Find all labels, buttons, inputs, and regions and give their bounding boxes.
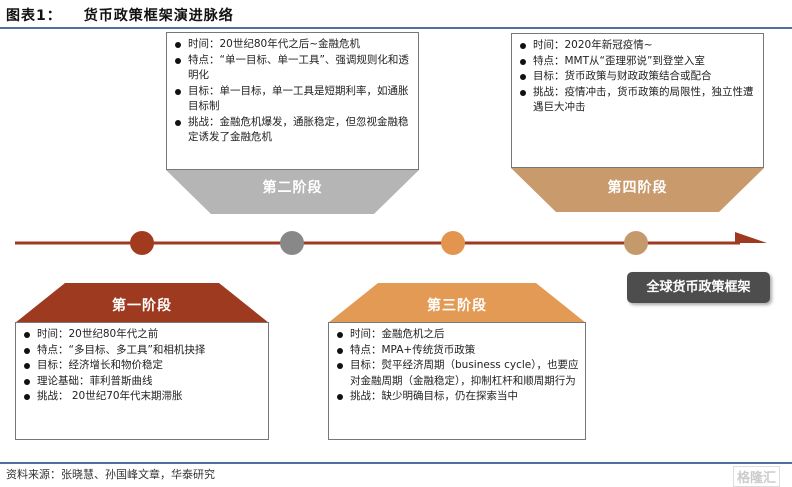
figure-title: 图表1： 货币政策框架演进脉络 [6,5,234,25]
figure-label: 图表1： [6,8,62,24]
header-rule [0,27,792,29]
stage4-box: 时间：2020年新冠疫情~ 特点：MMT从“歪理邪说”到登堂入室 目标：货币政策… [511,33,764,168]
stage1-item: 时间：20世纪80年代之前 [24,327,262,343]
framework-label: 全球货币政策框架 [627,272,770,303]
stage4-label: 第四阶段 [607,180,668,196]
stage3-box: 时间：金融危机之后 特点：MPA+传统货币政策 目标：熨平经济周期（busine… [328,322,586,440]
stage1-item: 目标：经济增长和物价稳定 [24,358,262,374]
source-note: 资料来源：张晓慧、孙国峰文章，华泰研究 [6,468,215,481]
stage2-item: 时间：20世纪80年代之后~金融危机 [175,37,412,53]
stage3-item: 时间：金融危机之后 [337,327,579,343]
stage2-item: 挑战：金融危机爆发，通胀稳定，但忽视金融稳定诱发了金融危机 [175,115,412,146]
stage3-label: 第三阶段 [427,298,487,314]
footer-rule [0,462,792,464]
stage1-item: 理论基础：菲利普斯曲线 [24,374,262,390]
stage2-item: 目标：单一目标，单一工具是短期利率，如通胀目标制 [175,84,412,115]
stage3-item: 特点：MPA+传统货币政策 [337,343,579,359]
stage4-item: 时间：2020年新冠疫情~ [520,38,757,54]
stage1-item: 挑战： 20世纪70年代末期滞胀 [24,389,262,405]
stage4-item: 目标：货币政策与财政政策结合或配合 [520,69,757,85]
stage4-banner [511,168,764,212]
stage2-label: 第二阶段 [262,180,323,196]
stage1-label: 第一阶段 [112,298,172,314]
stage2-box: 时间：20世纪80年代之后~金融危机 特点：“单一目标、单一工具”、强调规则化和… [166,32,419,170]
stage3-item: 挑战：缺少明确目标，仍在探索当中 [337,389,579,405]
stage1-banner [15,283,269,323]
timeline-dot-2 [280,231,304,255]
timeline-dot-4 [624,231,648,255]
timeline-dot-1 [130,231,154,255]
stage3-item: 目标：熨平经济周期（business cycle），也要应对金融周期（金融稳定）… [337,358,579,389]
stage1-box: 时间：20世纪80年代之前 特点：“多目标、多工具”和相机抉择 目标：经济增长和… [15,322,269,440]
stage4-item: 挑战：疫情冲击，货币政策的局限性，独立性遭遇巨大冲击 [520,85,757,116]
timeline-arrowhead [735,232,767,243]
stage3-banner [328,283,586,323]
stage2-banner [166,170,419,214]
stage4-item: 特点：MMT从“歪理邪说”到登堂入室 [520,54,757,70]
timeline-dot-3 [441,231,465,255]
timeline [15,232,767,245]
stage2-item: 特点：“单一目标、单一工具”、强调规则化和透明化 [175,53,412,84]
watermark-logo: 格隆汇 [732,466,780,487]
figure-title-text: 货币政策框架演进脉络 [83,8,234,24]
stage1-item: 特点：“多目标、多工具”和相机抉择 [24,343,262,359]
